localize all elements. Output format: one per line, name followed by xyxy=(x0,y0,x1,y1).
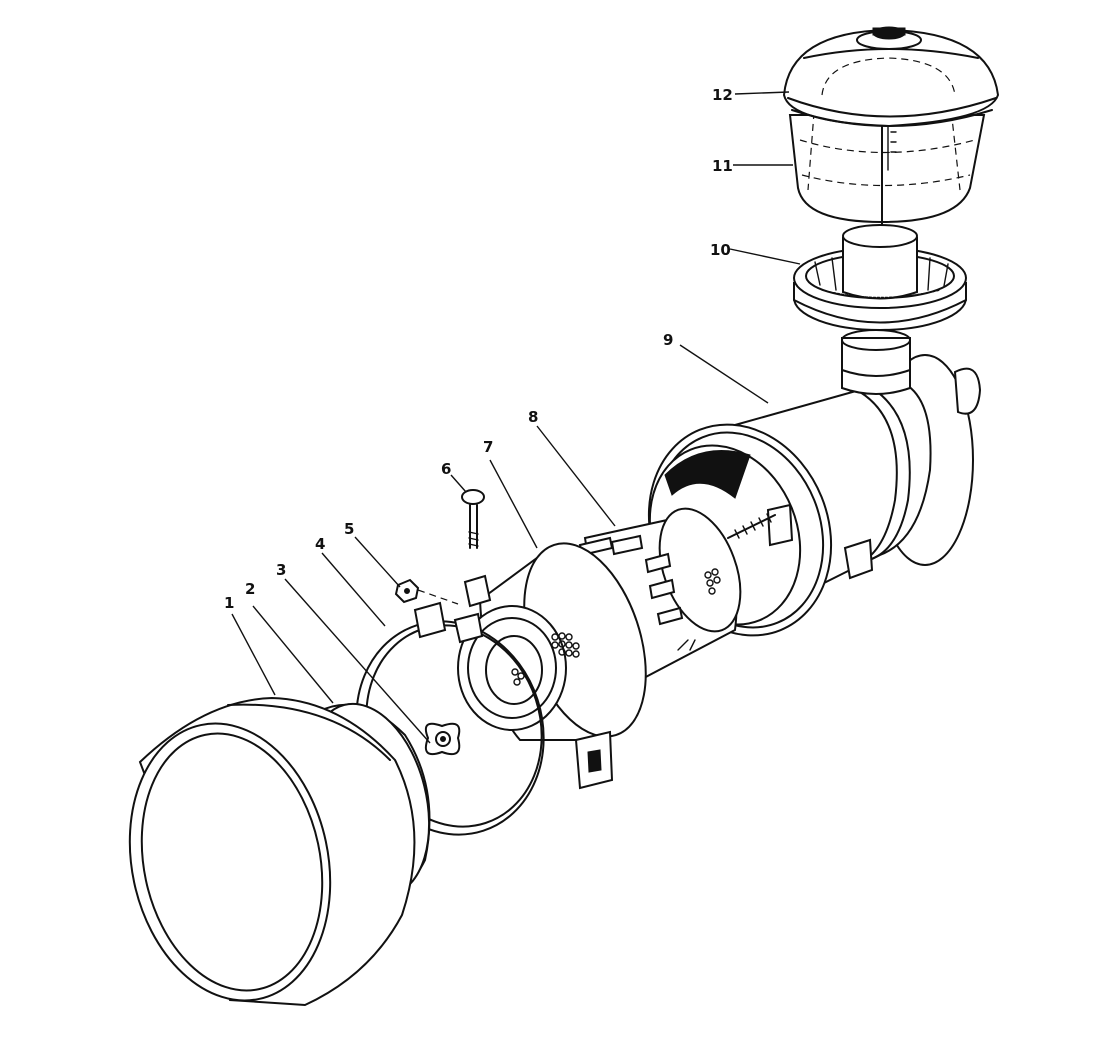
part-3-wing-nut xyxy=(424,722,461,756)
callout-9: 9 xyxy=(663,331,673,349)
callout-3: 3 xyxy=(276,561,286,579)
callout-labels: 1 2 3 4 5 6 7 8 9 10 11 12 xyxy=(224,86,733,612)
callout-leaders xyxy=(231,91,801,744)
part-6-bolt xyxy=(461,489,485,549)
part-7-perforations xyxy=(511,632,580,686)
callout-5: 5 xyxy=(344,520,354,538)
part-1-cover xyxy=(128,696,416,1007)
callout-7: 7 xyxy=(483,438,493,456)
callout-12: 12 xyxy=(712,86,733,104)
callout-2: 2 xyxy=(245,580,255,598)
callout-6: 6 xyxy=(441,460,451,478)
part-9-housing xyxy=(647,329,982,637)
callout-10: 10 xyxy=(710,241,731,259)
callout-8: 8 xyxy=(528,408,538,426)
callout-11: 11 xyxy=(712,157,733,175)
part-4-clamp-band xyxy=(355,601,545,836)
part-10-precleaner-base xyxy=(793,224,967,331)
callout-4: 4 xyxy=(315,535,325,553)
part-12-cover-dome xyxy=(782,26,1000,128)
callout-1: 1 xyxy=(224,594,234,612)
part-8-perforations xyxy=(704,568,721,595)
part-7-outer-element xyxy=(457,542,647,790)
part-5-nut xyxy=(394,578,459,605)
